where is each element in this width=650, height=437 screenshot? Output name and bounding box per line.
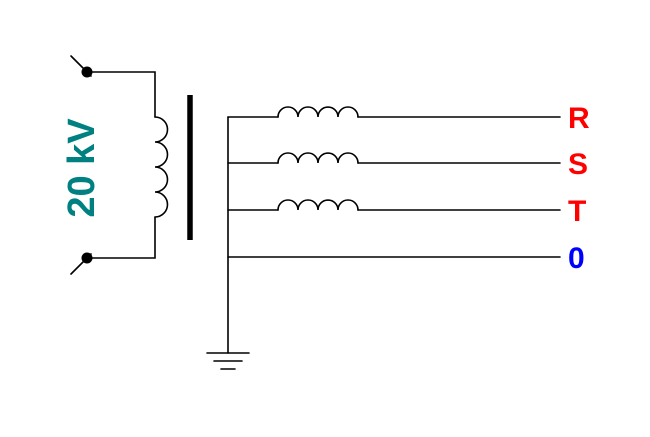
primary-terminal-bottom-icon	[70, 252, 93, 275]
phase-label-r: R	[568, 102, 590, 135]
primary-wire-top	[86, 71, 156, 118]
ground-icon	[206, 352, 250, 370]
phase-branch-t: T	[227, 195, 586, 228]
inductor-coil-icon	[277, 199, 359, 211]
phase-branch-s: S	[227, 148, 588, 181]
neutral-branch: 0	[227, 242, 585, 275]
inductor-coil-icon	[277, 152, 359, 164]
primary-terminal-top-icon	[70, 55, 93, 78]
neutral-label: 0	[568, 242, 585, 275]
primary-winding-coil-icon	[154, 116, 169, 218]
primary-wire-bottom	[86, 216, 156, 259]
primary-voltage-label: 20 kV	[61, 118, 103, 218]
phase-branch-r: R	[227, 102, 590, 135]
phase-label-t: T	[568, 195, 586, 228]
inductor-coil-icon	[277, 106, 359, 118]
phase-label-s: S	[568, 148, 588, 181]
